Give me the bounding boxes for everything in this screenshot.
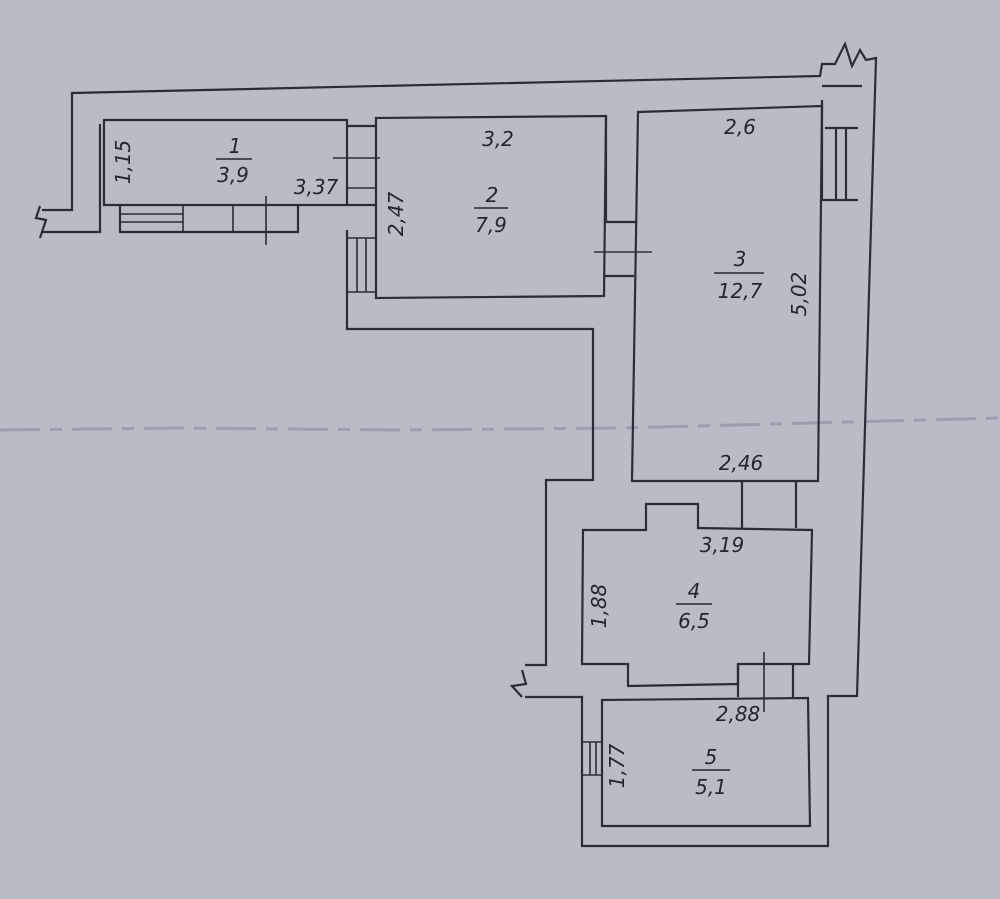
room-1-label: 1 3,9 bbox=[216, 134, 252, 187]
room-4-area: 6,5 bbox=[678, 609, 710, 633]
room-1-area: 3,9 bbox=[217, 163, 249, 187]
room-2-label: 2 7,9 bbox=[474, 183, 508, 237]
dim-room4-width: 3,19 bbox=[700, 533, 745, 557]
room-2-number: 2 bbox=[486, 183, 499, 207]
room-1 bbox=[102, 118, 380, 245]
room-3-label: 3 12,7 bbox=[714, 247, 764, 303]
dim-room3-bottom: 2,46 bbox=[719, 451, 764, 475]
dim-room1-width: 3,37 bbox=[294, 175, 339, 199]
dim-room4-height: 1,88 bbox=[587, 584, 611, 629]
room-4-number: 4 bbox=[688, 579, 701, 603]
dim-room1-height: 1,15 bbox=[111, 140, 135, 185]
dim-room2-height: 2,47 bbox=[384, 191, 408, 236]
dim-room5-height: 1,77 bbox=[605, 743, 629, 788]
dim-room3-height: 5,02 bbox=[787, 272, 811, 317]
room-2 bbox=[347, 114, 652, 300]
room-4 bbox=[580, 502, 814, 712]
room-5 bbox=[582, 696, 812, 828]
paper-fold-line bbox=[0, 416, 1000, 432]
dim-room3-top: 2,6 bbox=[724, 115, 756, 139]
room-3 bbox=[630, 104, 824, 483]
room-5-label: 5 5,1 bbox=[692, 745, 730, 799]
dim-room2-width: 3,2 bbox=[482, 127, 514, 151]
room-4-label: 4 6,5 bbox=[676, 579, 712, 633]
room-5-number: 5 bbox=[705, 745, 718, 769]
corridor bbox=[740, 481, 798, 528]
room-3-area: 12,7 bbox=[718, 279, 763, 303]
room-2-area: 7,9 bbox=[475, 213, 507, 237]
room-1-number: 1 bbox=[229, 134, 242, 158]
dim-room5-width: 2,88 bbox=[716, 702, 761, 726]
room-5-area: 5,1 bbox=[695, 775, 727, 799]
room-3-number: 3 bbox=[734, 247, 747, 271]
